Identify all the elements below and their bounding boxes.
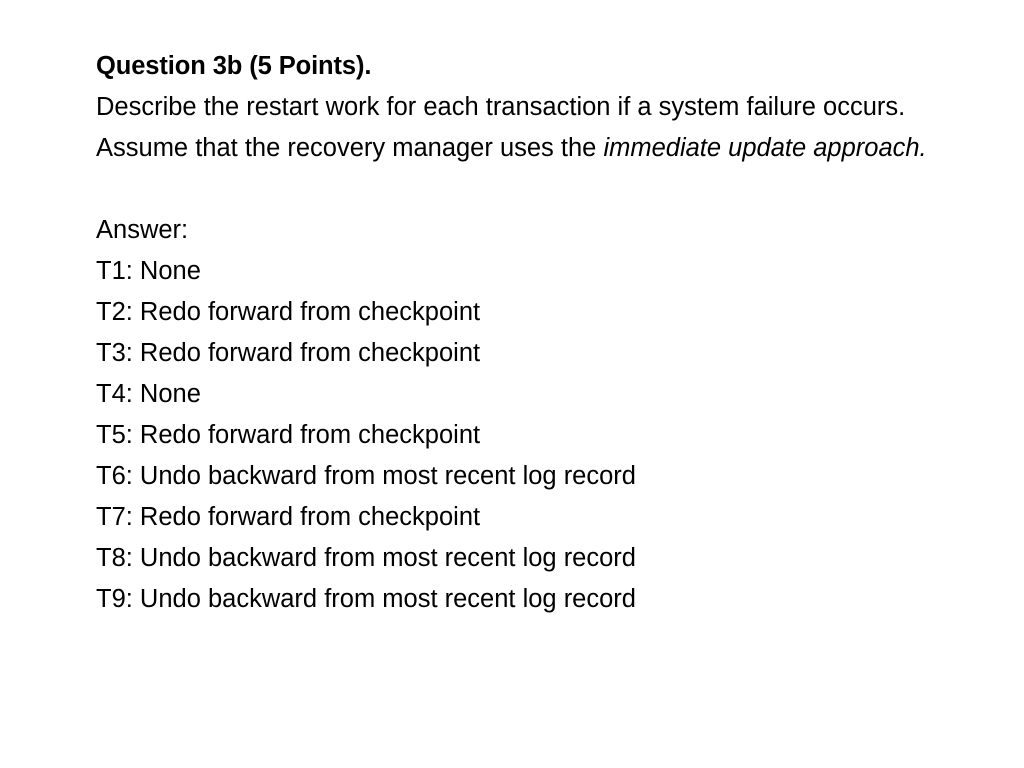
question-text: Describe the restart work for each trans…: [96, 87, 928, 169]
list-item: T2: Redo forward from checkpoint: [96, 298, 481, 326]
list-item: T7: Redo forward from checkpoint: [96, 503, 481, 531]
list-item: T8: Undo backward from most recent log r…: [96, 544, 636, 572]
list-item: T4: None: [96, 380, 201, 408]
question-text-plain: Describe the restart work for each trans…: [96, 93, 906, 162]
answer-label: Answer:: [96, 216, 189, 244]
list-item: T9: Undo backward from most recent log r…: [96, 585, 636, 613]
list-item: T5: Redo forward from checkpoint: [96, 421, 481, 449]
paragraph-spacer: [96, 169, 936, 210]
list-item: T3: Redo forward from checkpoint: [96, 339, 481, 367]
question-text-emphasis: immediate update approach.: [603, 134, 927, 162]
list-item: T6: Undo backward from most recent log r…: [96, 462, 636, 490]
answer-list: T1: None T2: Redo forward from checkpoin…: [96, 251, 936, 620]
content-body: Question 3b (5 Points). Describe the res…: [96, 46, 936, 620]
list-item: T1: None: [96, 257, 201, 285]
question-heading: Question 3b (5 Points).: [96, 52, 372, 80]
